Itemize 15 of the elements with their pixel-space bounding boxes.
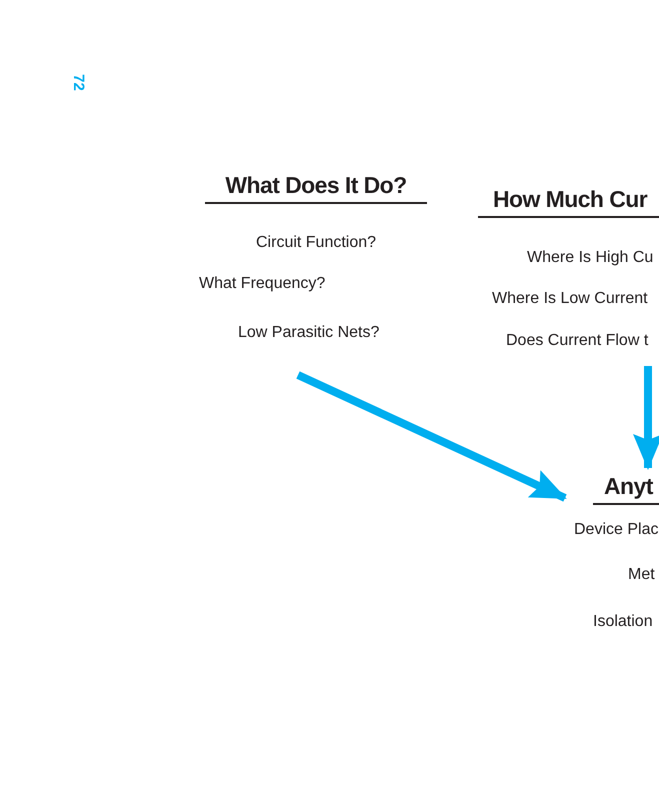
question-text: Low Parasitic Nets? [238,323,380,343]
question-text: Circuit Function? [256,233,376,253]
heading: What Does It Do? [205,170,427,204]
question-text: Device Plac [574,520,658,540]
question-text: Where Is High Cu [527,248,654,268]
heading: How Much Cur [478,184,659,218]
arrow [296,371,567,502]
question-text: What Frequency? [199,274,326,294]
heading: Anyt [593,471,659,505]
arrow [633,366,659,470]
question-text: Where Is Low Current [492,289,648,309]
page-number: 72 [70,74,86,91]
question-text: Isolation [593,612,653,632]
question-text: Met [628,565,655,585]
question-text: Does Current Flow t [506,331,648,351]
